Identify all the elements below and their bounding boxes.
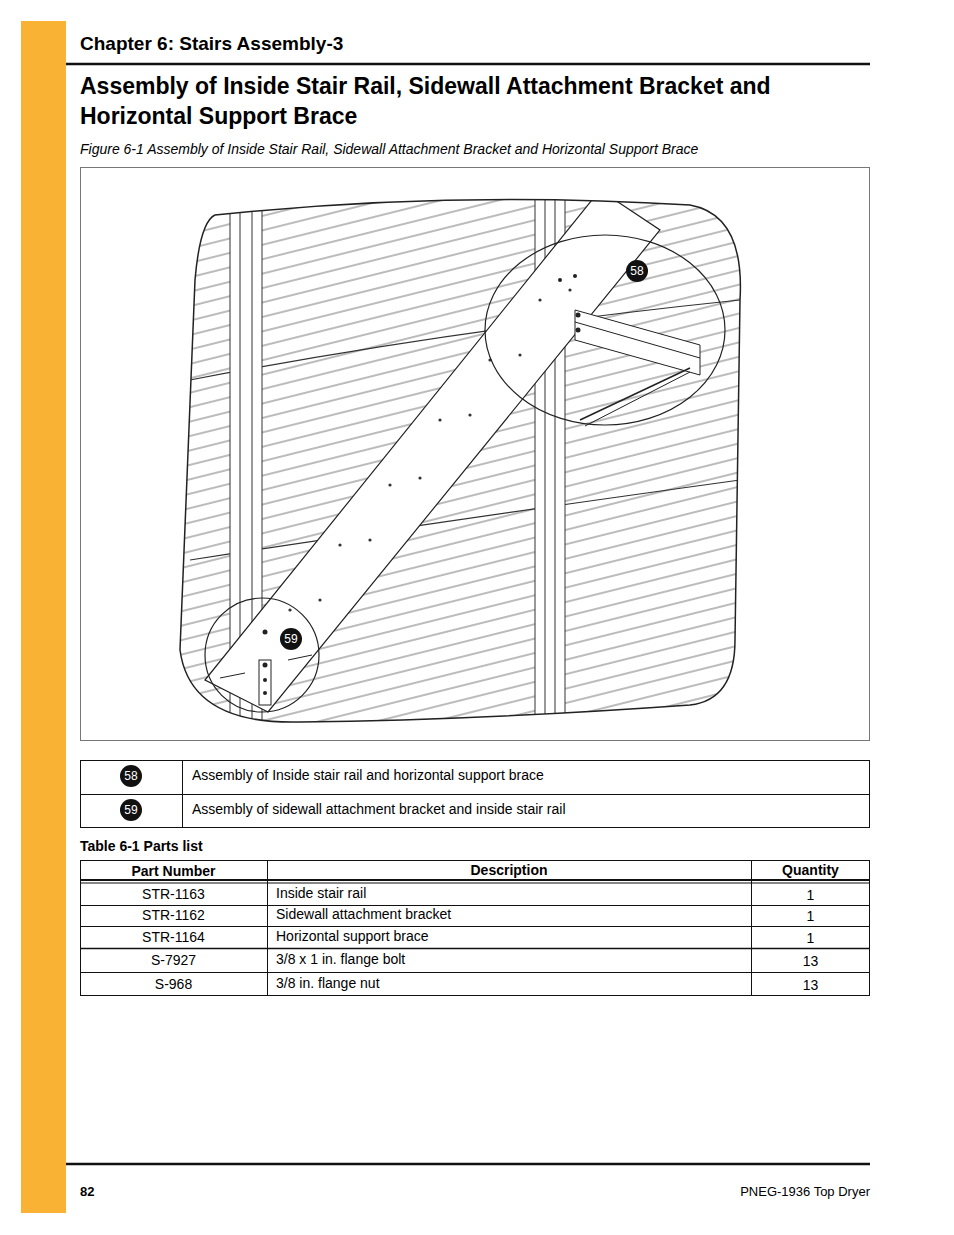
table-cell: STR-1164 <box>80 929 267 946</box>
page-title: Assembly of Inside Stair Rail, Sidewall … <box>80 71 870 131</box>
table-cell: S-7927 <box>80 952 267 969</box>
table-cell: STR-1162 <box>80 907 267 924</box>
bin-wall-outline <box>180 199 740 722</box>
table-header: Part Number <box>80 863 267 880</box>
table-cell: 1 <box>751 930 870 947</box>
detail-58 <box>485 235 725 426</box>
table-cell: 13 <box>751 953 870 970</box>
table-cell: Assembly of Inside stair rail and horizo… <box>192 767 544 784</box>
table-cell: Inside stair rail <box>276 885 366 902</box>
table-cell: S-968 <box>80 976 267 993</box>
detail-59 <box>205 598 319 712</box>
table-cell: 3/8 in. flange nut <box>276 975 380 992</box>
table-cell: STR-1163 <box>80 886 267 903</box>
callout-number: 58 <box>626 260 648 282</box>
table-cell: Sidewall attachment bracket <box>276 906 451 923</box>
chapter-heading: Chapter 6: Stairs Assembly-3 <box>80 33 343 56</box>
figure-caption: Figure 6-1 Assembly of Inside Stair Rail… <box>80 141 698 158</box>
header-rule <box>66 63 870 66</box>
figure-frame <box>81 168 870 741</box>
callout-number: 59 <box>280 628 302 650</box>
table-header: Quantity <box>751 862 870 879</box>
table-cell: 1 <box>751 908 870 925</box>
callout-number: 59 <box>120 799 142 821</box>
table-cell: 1 <box>751 887 870 904</box>
side-bar <box>21 21 66 1213</box>
page-number: 82 <box>80 1184 94 1200</box>
table-cell: Horizontal support brace <box>276 928 429 945</box>
footer-rule <box>66 1163 870 1166</box>
table-lines <box>80 760 870 996</box>
table-cell: Assembly of sidewall attachment bracket … <box>192 801 566 818</box>
bin-wall-illustration <box>170 180 760 740</box>
callout-number: 58 <box>120 765 142 787</box>
document-id: PNEG-1936 Top Dryer <box>740 1184 870 1200</box>
table-cell: 3/8 x 1 in. flange bolt <box>276 951 405 968</box>
table-header: Description <box>267 862 751 879</box>
table-cell: 13 <box>751 977 870 994</box>
table-caption: Table 6-1 Parts list <box>80 838 203 855</box>
